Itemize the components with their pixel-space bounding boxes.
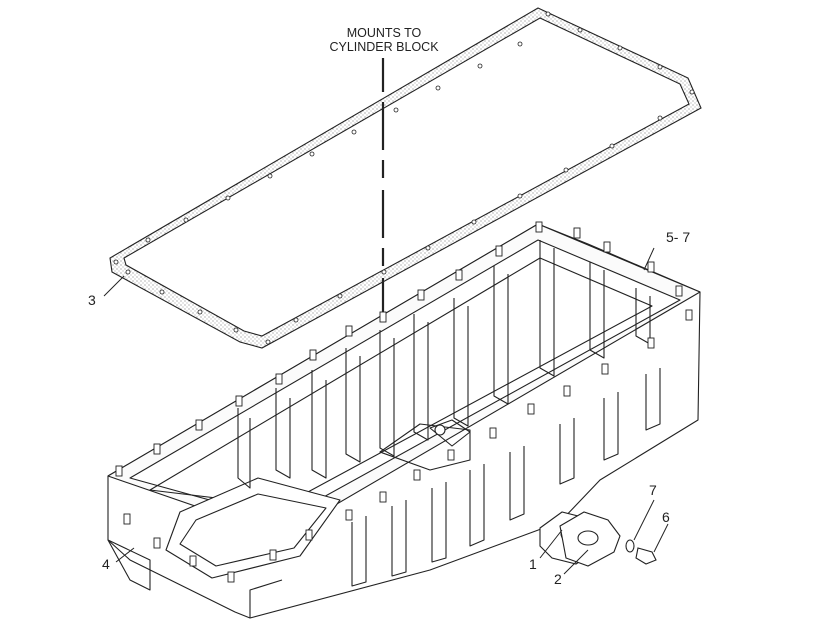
oil-pan-gasket [109, 7, 702, 349]
callout-7: 7 [649, 482, 657, 498]
note-line-2: CYLINDER BLOCK [329, 40, 439, 55]
callout-3: 3 [88, 292, 96, 308]
callout-1: 1 [529, 556, 537, 572]
callout-4: 4 [102, 556, 110, 572]
washer [625, 539, 635, 553]
cover-plate-assembly [539, 511, 657, 567]
gasket-bolt-holes [113, 11, 695, 345]
callout-2: 2 [554, 571, 562, 587]
callout-6: 6 [662, 509, 670, 525]
pan-ribs [237, 240, 651, 489]
note-line-1: MOUNTS TO [346, 26, 422, 40]
pan-front-ribs [351, 368, 661, 587]
callout-5-7: 5- 7 [666, 229, 691, 245]
pan-studs [115, 221, 693, 583]
callout-leaders [103, 247, 669, 575]
bolt [635, 547, 657, 565]
mounts-to-cylinder-block-note: MOUNTS TO CYLINDER BLOCK [316, 26, 452, 55]
